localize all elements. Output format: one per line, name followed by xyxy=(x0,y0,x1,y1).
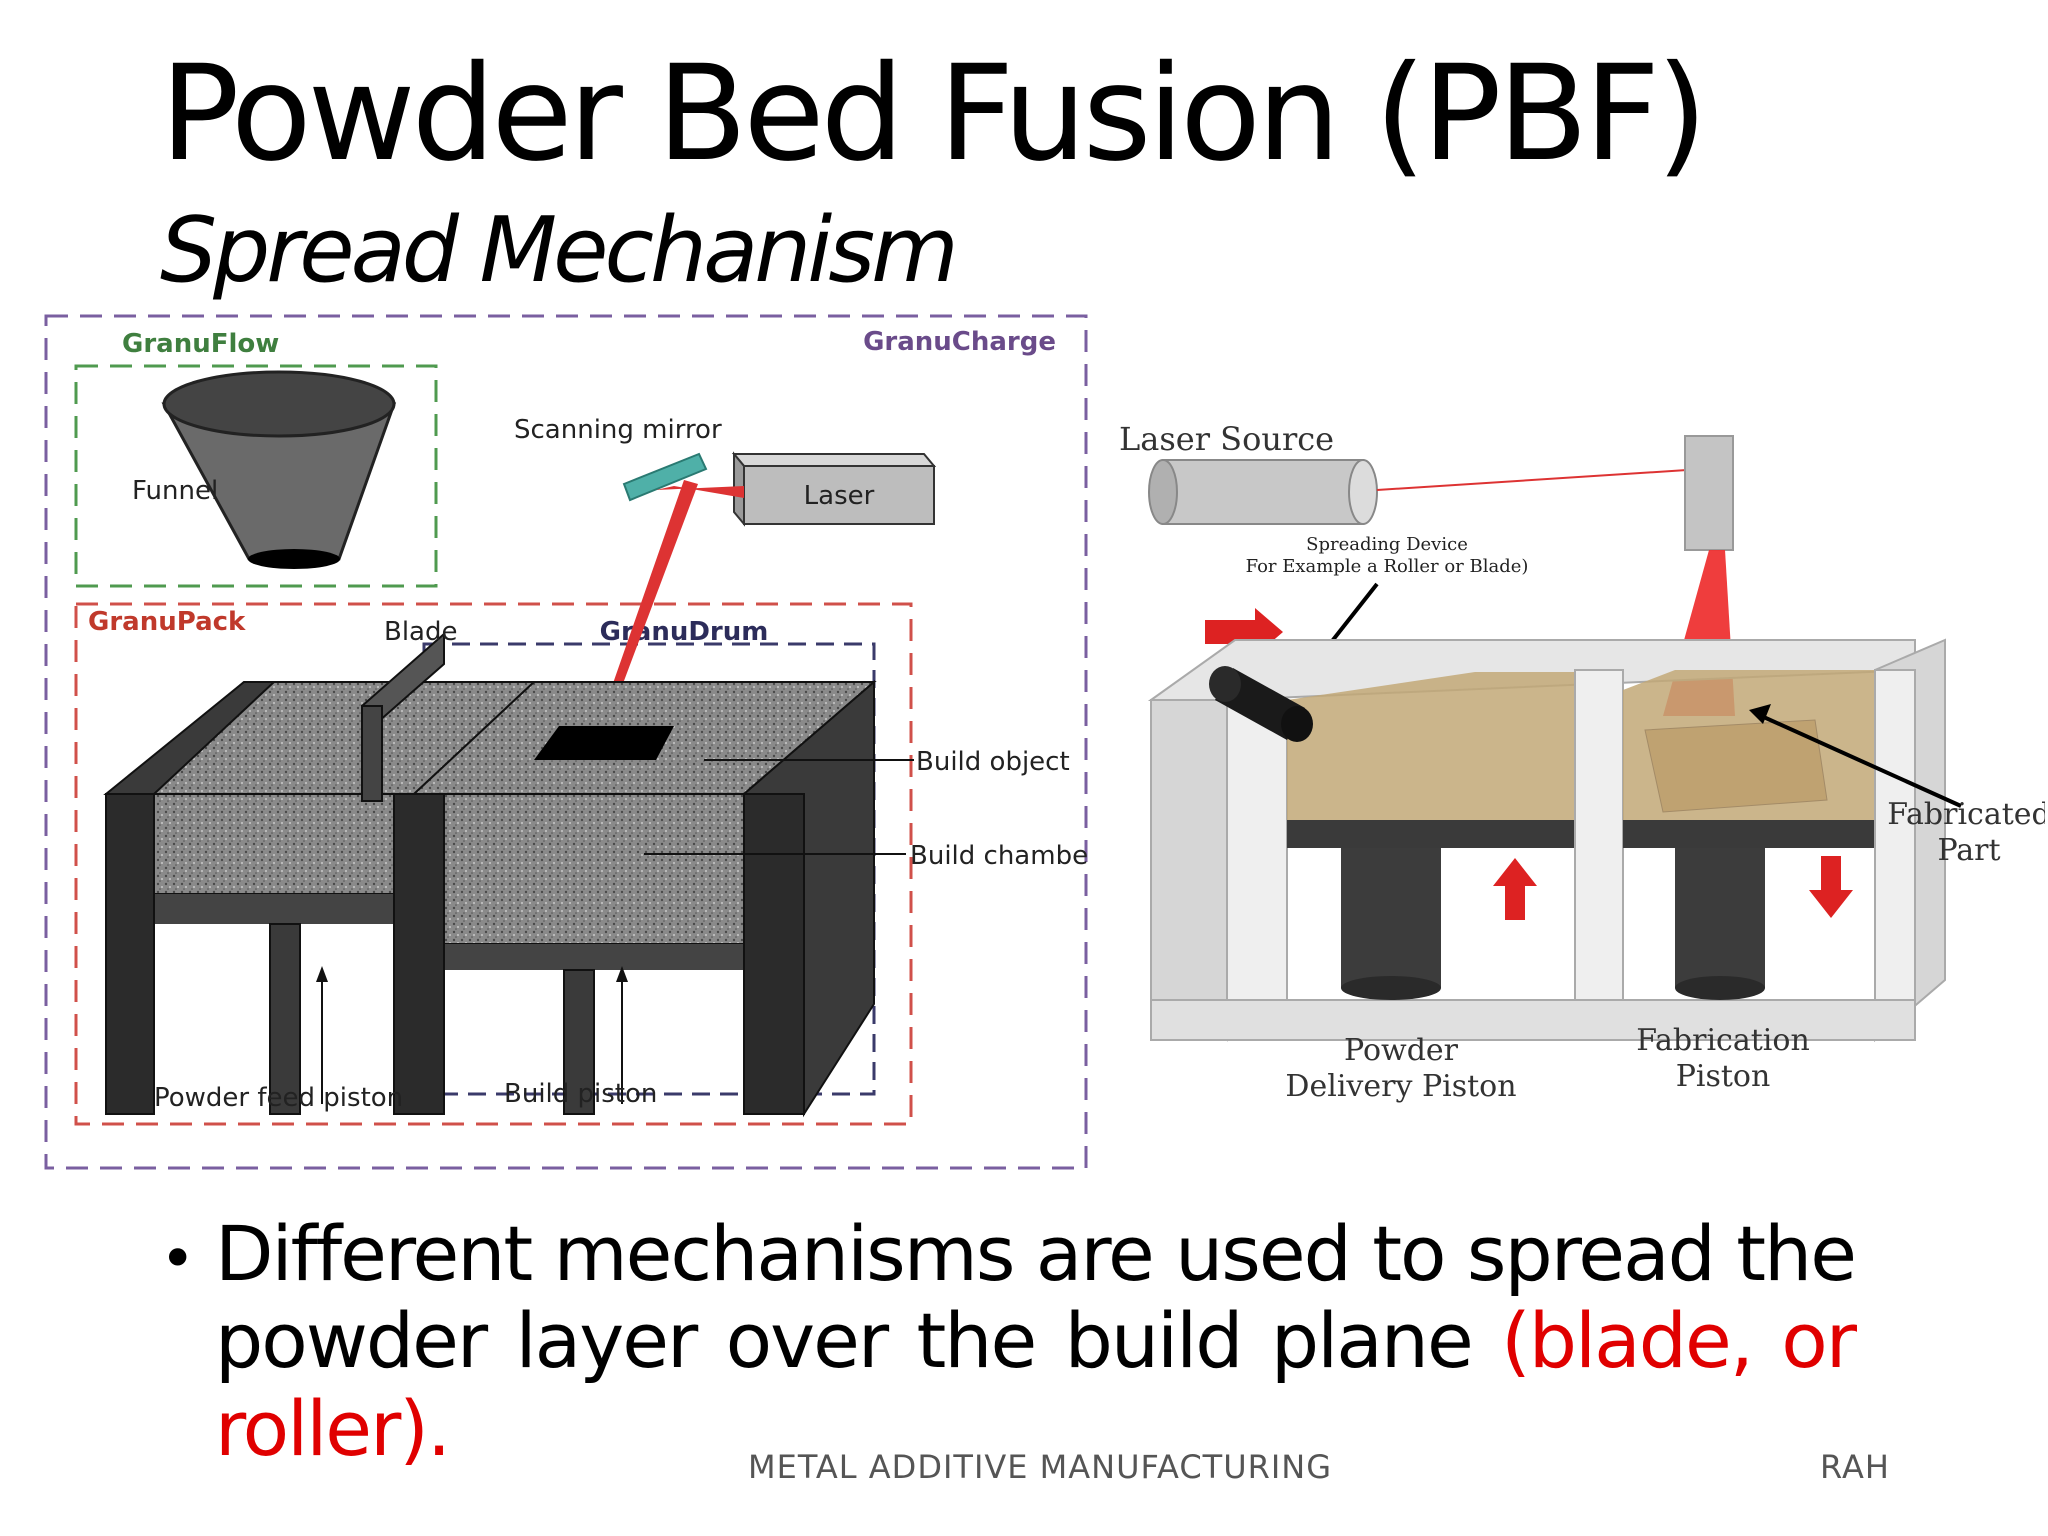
funnel-icon xyxy=(161,370,397,569)
laser-box xyxy=(731,451,937,527)
build-object-label: Build object xyxy=(916,747,1070,777)
granu-pbf-diagram: GranuCharge GranuFlow Funnel GranuPack G… xyxy=(44,314,1090,1170)
laser-label: Laser xyxy=(804,481,875,511)
granucharge-boundary xyxy=(44,314,1088,1170)
scanning-mirror-block xyxy=(1684,435,1734,551)
fabrication-piston-line1: Fabrication xyxy=(1636,1023,1810,1058)
pbf-machine xyxy=(103,631,877,1118)
build-chamber-label: Build chamber xyxy=(910,841,1090,871)
fabricated-part xyxy=(1644,719,1828,813)
powder-delivery-line2: Delivery Piston xyxy=(1285,1069,1516,1104)
down-arrow xyxy=(1809,856,1853,918)
pbf-machine xyxy=(1147,638,1946,1043)
fabricated-part-line2: Part xyxy=(1937,833,2000,868)
funnel-label: Funnel xyxy=(132,476,218,506)
fabrication-piston-line2: Piston xyxy=(1676,1059,1771,1094)
laser-pbf-diagram: Laser Source Spreading Device For Exampl… xyxy=(1119,420,2045,1104)
footer-author: RAH xyxy=(1820,1448,1890,1486)
granupack-label: GranuPack xyxy=(88,607,246,637)
blade-label: Blade xyxy=(384,617,458,647)
granucharge-label: GranuCharge xyxy=(863,327,1056,357)
granuflow-boundary xyxy=(74,364,438,588)
laser-beam xyxy=(1376,469,1688,491)
page-subtitle: Spread Mechanism xyxy=(160,198,959,303)
laser-source-label: Laser Source xyxy=(1119,420,1334,458)
build-piston-label: Build piston xyxy=(504,1079,657,1109)
laser-beam xyxy=(656,486,744,498)
bullet-text-main: Different mechanisms are used to spread … xyxy=(215,1209,1857,1386)
bullet-text-highlight: (blade, or roller). xyxy=(215,1296,1857,1473)
spreading-device-line2: For Example a Roller or Blade) xyxy=(1246,556,1529,577)
laser-beam-down xyxy=(596,480,698,734)
footer-course: METAL ADDITIVE MANUFACTURING xyxy=(748,1448,1333,1486)
scanning-mirror-label: Scanning mirror xyxy=(514,415,722,445)
bullet-text: Different mechanisms are used to spread … xyxy=(215,1209,1857,1473)
scanning-mirror xyxy=(622,452,708,502)
bullet-dot: • xyxy=(160,1224,196,1294)
granudrum-label: GranuDrum xyxy=(600,617,769,647)
roller-icon xyxy=(1209,666,1313,742)
laser-source-cylinder xyxy=(1148,459,1378,525)
powder-feed-piston-label: Powder feed piston xyxy=(154,1083,403,1113)
granupack-boundary xyxy=(74,602,913,1126)
granuflow-label: GranuFlow xyxy=(122,329,279,359)
up-arrow xyxy=(1493,858,1537,920)
fabricated-part-line1: Fabricated xyxy=(1887,797,2045,832)
spreading-device-line1: Spreading Device xyxy=(1306,534,1468,555)
page-title: Powder Bed Fusion (PBF) xyxy=(160,37,1708,191)
powder-delivery-line1: Powder xyxy=(1344,1033,1459,1068)
